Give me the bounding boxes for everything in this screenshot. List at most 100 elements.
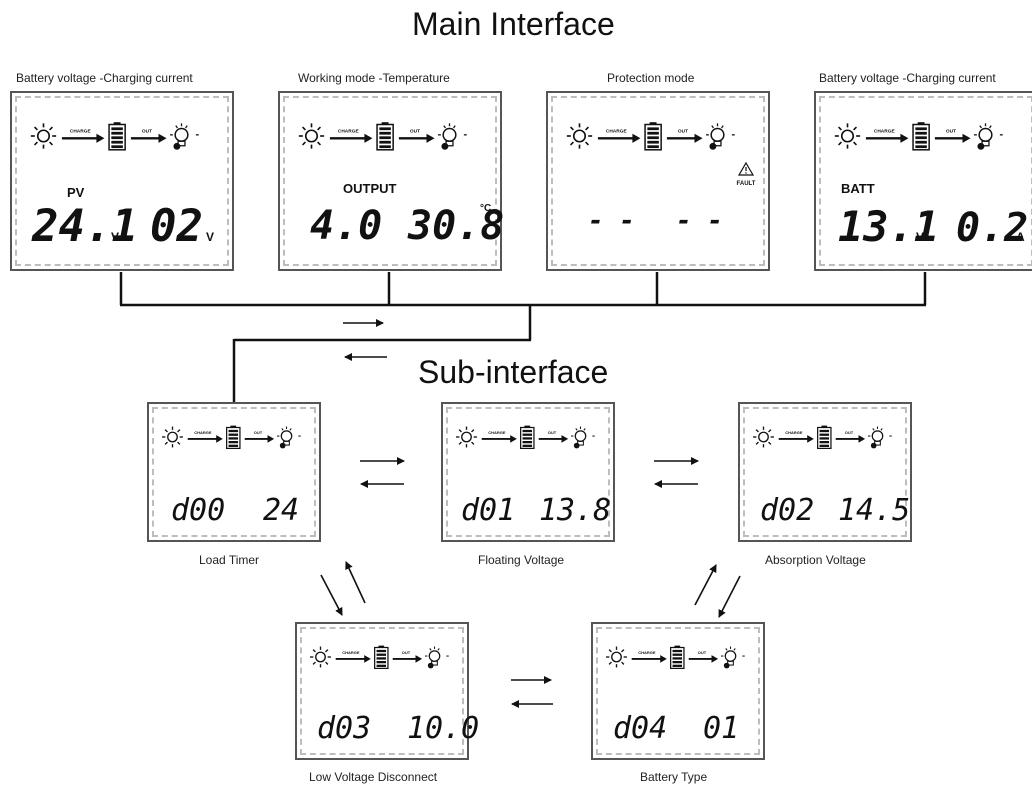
arrow-d02-to-d04 [718,575,741,618]
out-label: OUT [254,430,263,435]
charge-arrow-head [510,435,517,443]
out-arrow-head [267,435,275,443]
charge-arrow-head [364,655,371,663]
light-bulb-icon [973,123,1003,150]
battery-icon [817,425,832,450]
status-row: CHARGE OUT [566,122,735,151]
status-row: CHARGE OUT [162,425,301,450]
light-bulb-icon [425,646,449,669]
battery-icon [374,645,389,670]
main-panel-3-caption: Protection mode [607,71,695,85]
charge-arrow-head [216,435,223,443]
sun-icon [606,646,627,668]
out-arrow-head [711,655,719,663]
setting-code: d00 [171,493,225,528]
setting-value: 10.0 [407,711,479,746]
protection-right-reading: - - [676,206,723,236]
sun-icon [753,426,774,448]
charge-label: CHARGE [194,430,212,435]
panel-mode-label: OUTPUT [343,181,397,196]
temperature-unit: °C [480,203,491,214]
battery-icon [644,122,662,151]
sun-icon [310,646,331,668]
fault-indicator: FAULT [737,181,756,187]
charge-label: CHARGE [606,129,628,135]
battery-icon [226,425,241,450]
arrow-d03-to-d00 [345,561,366,604]
protection-left-reading: - - [588,206,635,236]
main-panel-protection: CHARGE OUT FAULT - - - - [546,91,770,271]
sub-panel-absorption-voltage-caption: Absorption Voltage [765,553,866,567]
out-arrow-head [694,133,703,143]
battery-icon [376,122,394,151]
light-bulb-icon [169,123,199,150]
out-label: OUT [548,430,557,435]
pv-voltage-unit: V [111,230,119,244]
sub-panel-floating-voltage-caption: Floating Voltage [478,553,565,567]
sun-icon [834,123,861,149]
setting-code: d01 [461,493,515,528]
battery-icon [520,425,535,450]
pv-voltage-reading: 24.1 [31,201,138,252]
charge-arrow-head [900,133,909,143]
out-label: OUT [698,650,707,655]
charge-label: CHARGE [638,650,656,655]
setting-value: 14.5 [838,493,910,528]
temperature-reading: 30.8 [407,203,504,249]
out-label: OUT [410,129,420,135]
out-label: OUT [142,129,152,135]
status-row: CHARGE OUT [834,122,1003,151]
arrow-d00-to-d03 [320,574,343,616]
status-row: CHARGE OUT [753,425,892,450]
out-label: OUT [678,129,688,135]
charging-current-reading: 0.2 [956,205,1028,251]
setting-code: d04 [613,711,667,746]
charge-label: CHARGE [785,430,803,435]
status-row: CHARGE OUT [456,425,595,450]
out-arrow-head [415,655,423,663]
arrow-d04-to-d02 [694,564,717,606]
charge-arrow-head [364,133,373,143]
sub-interface-heading: Sub-interface [418,354,609,390]
battery-icon [670,645,685,670]
sun-icon [298,123,325,149]
main-panel-1-caption: Battery voltage -Charging current [16,71,193,85]
charge-label: CHARGE [342,650,360,655]
out-label: OUT [946,129,956,135]
light-bulb-icon [437,123,467,150]
charge-label: CHARGE [874,129,896,135]
status-row: CHARGE OUT [606,645,745,670]
charge-label: CHARGE [70,129,92,135]
sun-icon [456,426,477,448]
light-bulb-icon [571,426,595,449]
panel-mode-label: PV [67,185,85,200]
battery-voltage-unit: V [916,230,924,244]
main-panel-2-caption: Working mode -Temperature [298,71,450,85]
charge-arrow-head [632,133,641,143]
charging-current-unit: A [1016,230,1025,244]
charge-arrow-head [807,435,814,443]
setting-value: 24 [263,493,299,528]
out-arrow-head [426,133,435,143]
light-bulb-icon [277,426,301,449]
charge-label: CHARGE [488,430,506,435]
main-panel-4-caption: Battery voltage -Charging current [819,71,996,85]
battery-icon [108,122,126,151]
out-label: OUT [402,650,411,655]
out-label: OUT [845,430,854,435]
sun-icon [566,123,593,149]
sun-icon [30,123,57,149]
out-arrow-head [858,435,866,443]
status-row: CHARGE OUT [30,122,199,151]
panel-mode-label: BATT [841,181,875,196]
sun-icon [162,426,183,448]
out-arrow-head [561,435,569,443]
